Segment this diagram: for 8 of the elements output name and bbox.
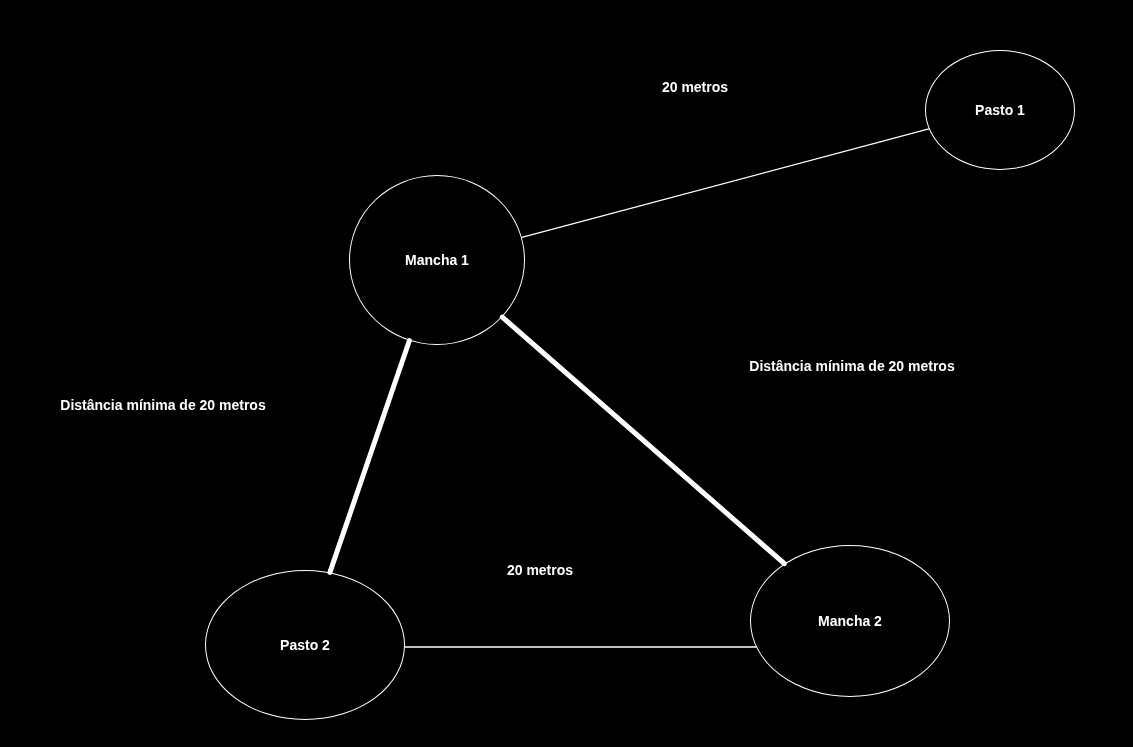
- connector-line: [521, 128, 930, 239]
- connector-line: [499, 314, 787, 567]
- connector-line: [404, 646, 757, 648]
- connector-line: [327, 338, 412, 575]
- node-label: Pasto 1: [975, 102, 1025, 118]
- node-label: Pasto 2: [280, 637, 330, 653]
- node-label: Mancha 1: [405, 252, 469, 268]
- node-label: Mancha 2: [818, 613, 882, 629]
